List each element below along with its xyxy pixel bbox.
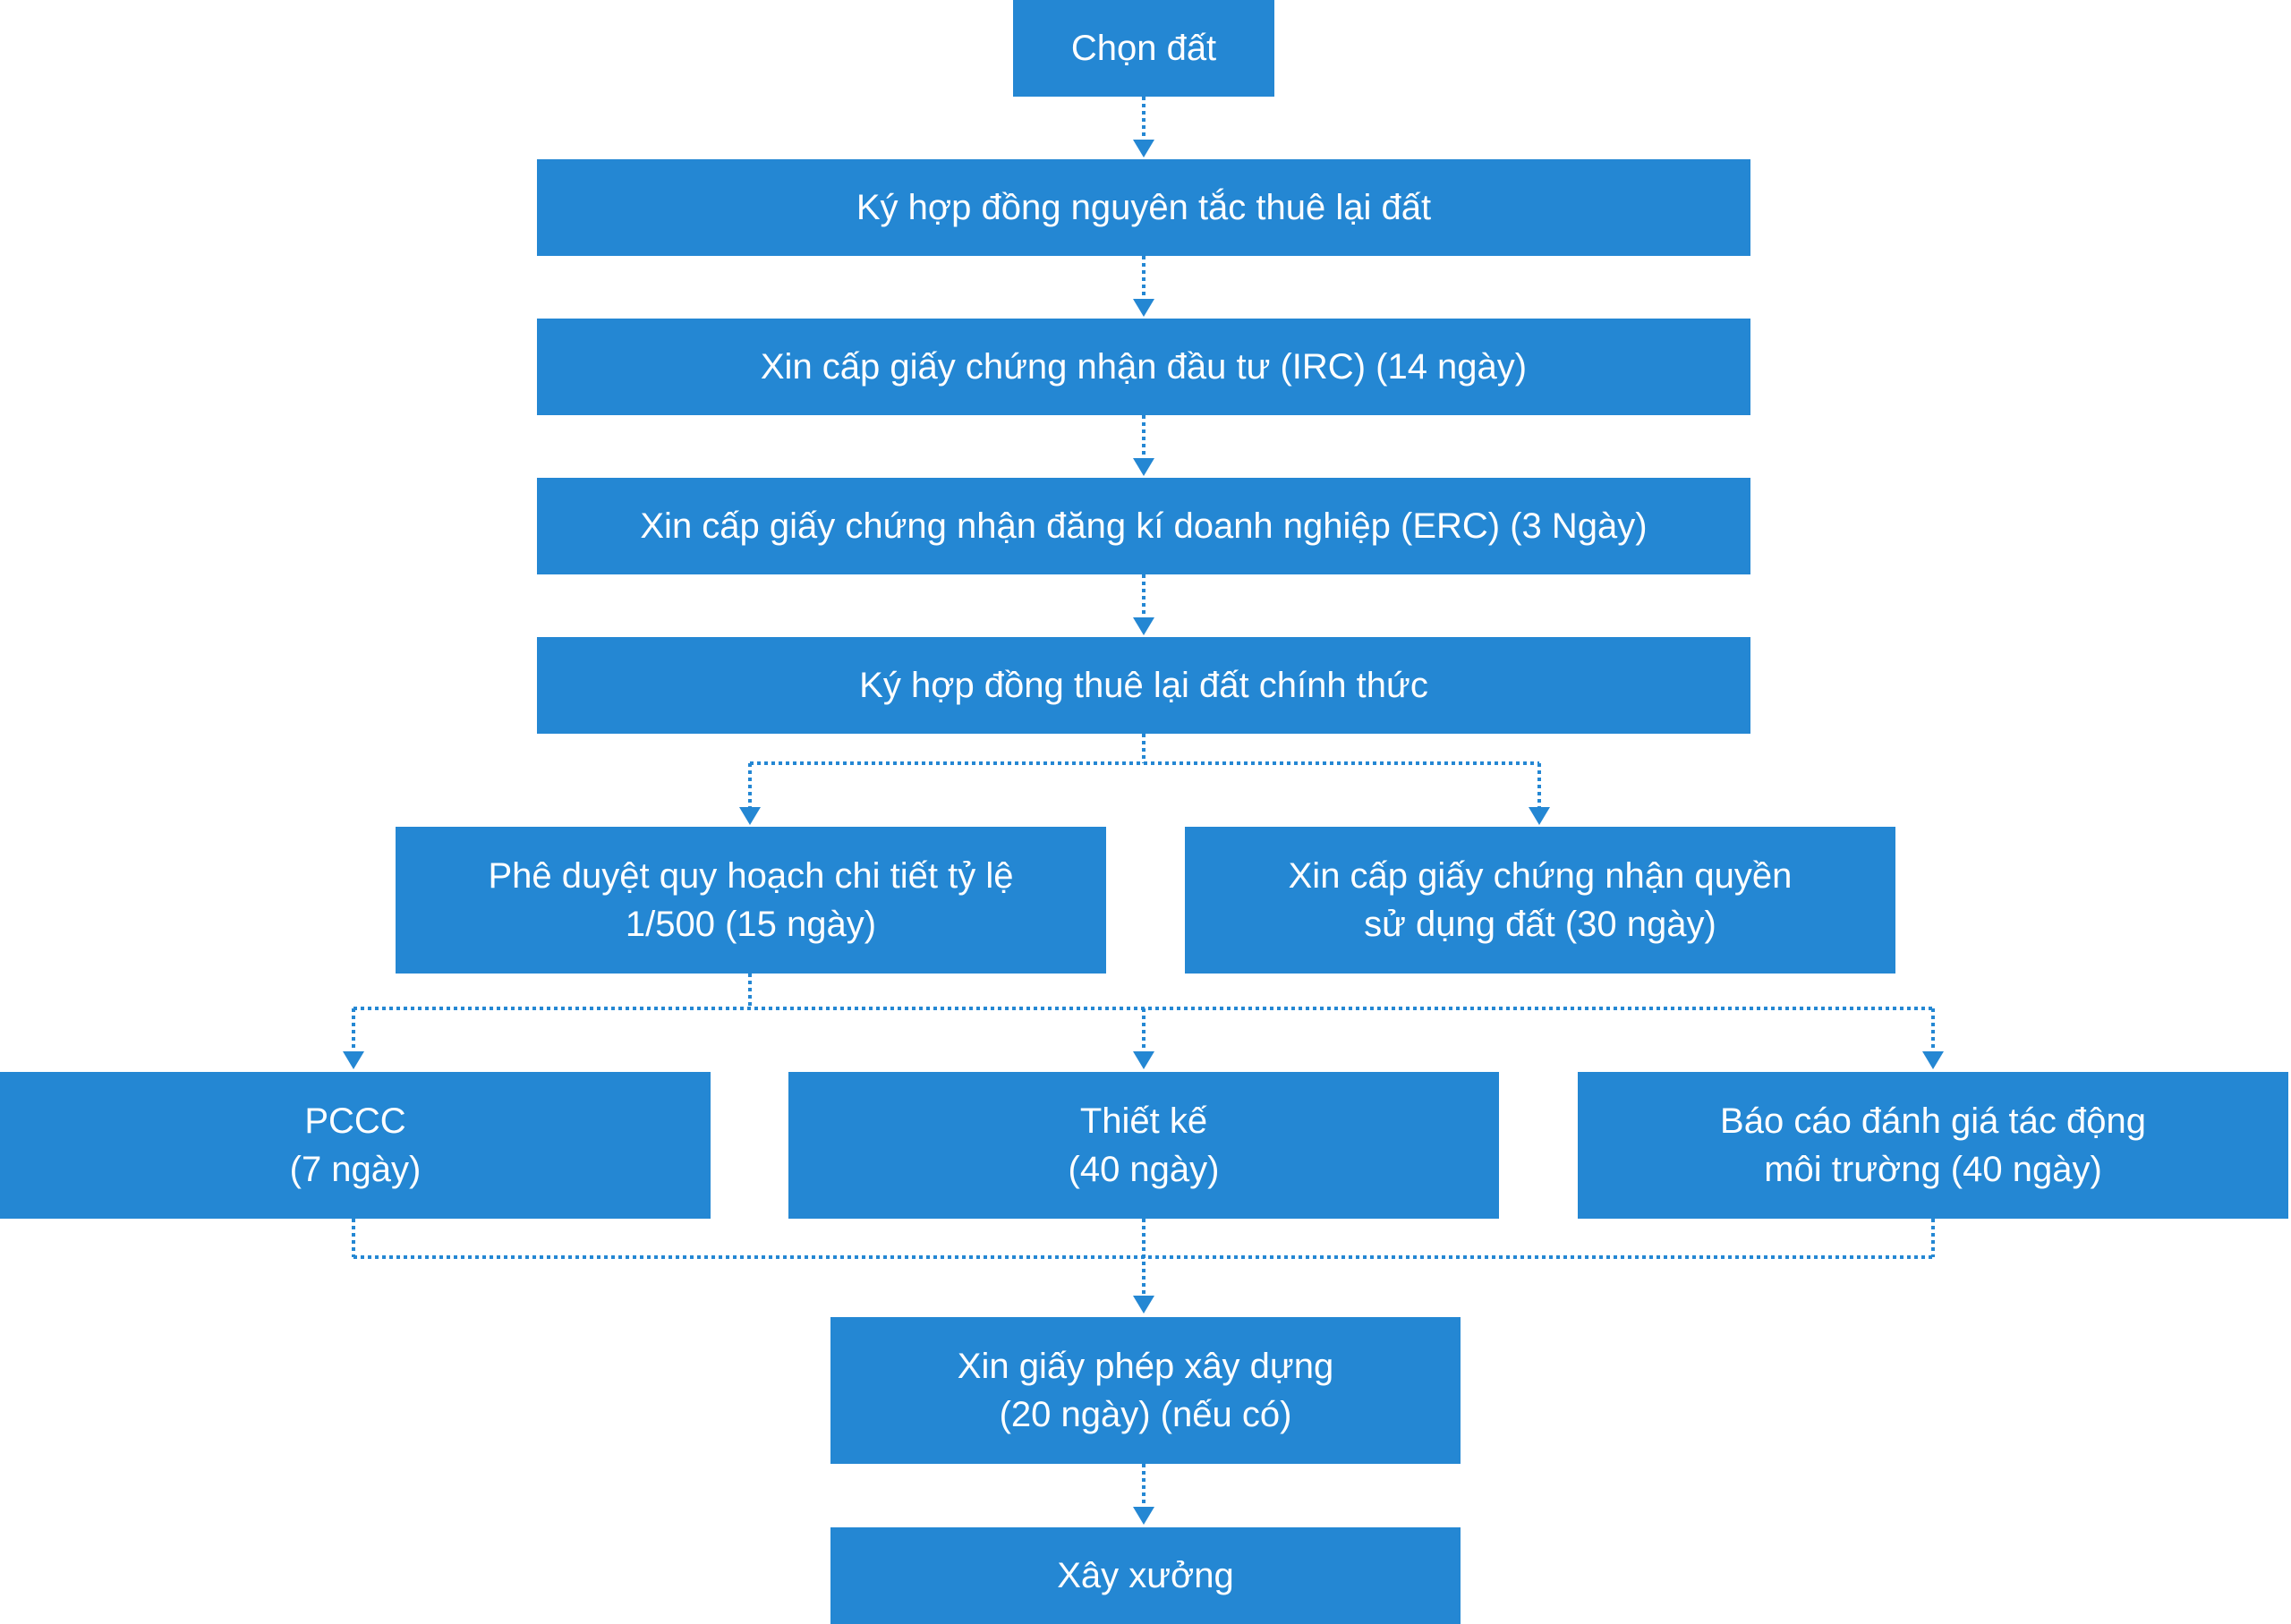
node-label-line-2: 1/500 (15 ngày)	[625, 905, 877, 944]
node-label: Ký hợp đồng thuê lại đất chính thức	[859, 666, 1428, 705]
arrowhead	[343, 1051, 364, 1069]
node-label: Xin cấp giấy chứng nhận đầu tư (IRC) (14…	[760, 347, 1528, 387]
node-hop-dong-chinh-thuc: Ký hợp đồng thuê lại đất chính thức	[537, 637, 1750, 734]
node-label-line-1: Xin cấp giấy chứng nhận quyền	[1288, 856, 1793, 896]
node-thiet-ke: Thiết kế (40 ngày)	[788, 1072, 1499, 1219]
node-quy-hoach: Phê duyệt quy hoạch chi tiết tỷ lệ 1/500…	[396, 827, 1106, 974]
arrowhead	[1133, 617, 1154, 635]
arrowhead	[739, 807, 761, 825]
arrowhead	[1133, 1051, 1154, 1069]
node-label-line-1: PCCC	[304, 1101, 406, 1141]
connector-merge-permit	[352, 1219, 1935, 1296]
arrowhead	[1133, 458, 1154, 476]
arrowhead	[1133, 1296, 1154, 1314]
node-label-line-1: Báo cáo đánh giá tác động	[1720, 1101, 2146, 1141]
connector-split-studies	[352, 974, 1935, 1051]
node-dtm: Báo cáo đánh giá tác động môi trường (40…	[1578, 1072, 2288, 1219]
node-label: Xin cấp giấy chứng nhận đăng kí doanh ng…	[640, 506, 1648, 546]
node-label-line-2: môi trường (40 ngày)	[1764, 1150, 2102, 1189]
arrowhead	[1922, 1051, 1944, 1069]
node-label: Chọn đất	[1070, 29, 1217, 68]
arrowhead	[1529, 807, 1550, 825]
node-label-line-2: (40 ngày)	[1068, 1150, 1220, 1189]
node-giay-phep-xay-dung: Xin giấy phép xây dựng (20 ngày) (nếu có…	[830, 1317, 1461, 1464]
arrowhead	[1133, 140, 1154, 157]
arrowhead	[1133, 1507, 1154, 1525]
node-label: Xây xưởng	[1057, 1556, 1234, 1595]
node-pccc: PCCC (7 ngày)	[0, 1072, 711, 1219]
node-chon-dat: Chọn đất	[1013, 0, 1274, 97]
node-label-line-1: Phê duyệt quy hoạch chi tiết tỷ lệ	[488, 856, 1014, 896]
node-hop-dong-nguyen-tac: Ký hợp đồng nguyên tắc thuê lại đất	[537, 159, 1750, 256]
connector-split-approvals	[748, 734, 1541, 807]
node-quyen-su-dung-dat: Xin cấp giấy chứng nhận quyền sử dụng đấ…	[1185, 827, 1895, 974]
node-label: Ký hợp đồng nguyên tắc thuê lại đất	[856, 188, 1432, 227]
node-label-line-1: Thiết kế	[1079, 1101, 1208, 1141]
node-label-line-2: sử dụng đất (30 ngày)	[1364, 905, 1716, 944]
node-erc: Xin cấp giấy chứng nhận đăng kí doanh ng…	[537, 478, 1750, 574]
node-label-line-2: (7 ngày)	[289, 1150, 422, 1189]
arrowhead	[1133, 299, 1154, 317]
node-label-line-1: Xin giấy phép xây dựng	[957, 1347, 1334, 1386]
node-irc: Xin cấp giấy chứng nhận đầu tư (IRC) (14…	[537, 319, 1750, 415]
node-label-line-2: (20 ngày) (nếu có)	[999, 1395, 1292, 1434]
node-xay-xuong: Xây xưởng	[830, 1527, 1461, 1624]
